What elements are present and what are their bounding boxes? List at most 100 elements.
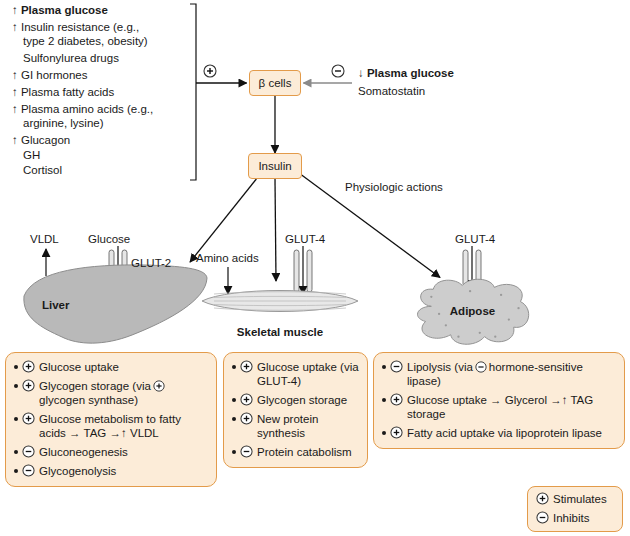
inhibit-sign	[390, 360, 403, 373]
stimulate-sign	[240, 393, 253, 406]
transport-label: GLUT-4	[285, 232, 325, 246]
effect-phrase: Fatty acid uptake via lipoprotein lipase	[407, 427, 602, 439]
stimulate-sign	[22, 412, 35, 425]
effect-text: Glucose uptake	[39, 360, 208, 374]
vldl-arrow	[45, 249, 46, 276]
effects-box: Glucose uptake (via GLUT-4) Glycogen stor…	[223, 352, 368, 468]
stimulus-item: ↑ Glucagon	[12, 133, 162, 147]
sign-circle	[23, 465, 34, 476]
effect-text: Glycogen storage (via glycogen synthase)	[39, 379, 208, 407]
stimulus-arrow	[196, 82, 247, 83]
effect-item: Protein catabolism	[232, 445, 359, 459]
sign-bar	[26, 451, 32, 452]
effect-item: Glucose uptake (via GLUT-4)	[232, 360, 359, 388]
muscle-shape	[200, 281, 360, 321]
fat-dot	[457, 335, 459, 337]
sign-bar	[244, 451, 250, 452]
transport-label: Glucose	[88, 232, 130, 246]
transporter-wall	[463, 250, 468, 286]
sign-bar	[335, 70, 341, 71]
sign-bar	[542, 496, 543, 502]
sign-bar	[394, 366, 400, 367]
effect-item: Gluconeogenesis	[14, 445, 208, 459]
organ-label: Skeletal muscle	[200, 325, 360, 339]
sign-circle	[537, 493, 548, 504]
sign-circle	[391, 361, 402, 372]
sign-circle	[391, 394, 402, 405]
bullet	[14, 384, 18, 388]
effect-text: Glucose uptake (via GLUT-4)	[257, 360, 359, 388]
stimulate-sign	[153, 380, 165, 392]
bullet	[232, 417, 236, 421]
inhibition-arrow	[303, 82, 352, 83]
effect-item: Glucose uptake → Glycerol →↑ TAG storage	[382, 393, 616, 421]
muscle-fiber	[214, 296, 346, 297]
inhibit-sign	[22, 445, 35, 458]
effect-text: Glycogen storage	[257, 393, 359, 407]
stimulus-item: GH	[12, 148, 162, 162]
muscle-tissue: Skeletal muscle	[200, 281, 360, 343]
sign-circle	[537, 512, 548, 523]
fat-dot	[494, 335, 496, 337]
effect-phrase: Glucose uptake (via GLUT-4)	[257, 361, 359, 387]
effect-item: Lipolysis (viahormone-sensitive lipase)	[382, 360, 616, 388]
legend-item: Inhibits	[536, 511, 614, 525]
effect-text: Gluconeogenesis	[39, 445, 208, 459]
fat-dot	[479, 332, 481, 334]
effect-phrase: New protein synthesis	[257, 413, 318, 439]
transport-label: GLUT-2	[131, 256, 171, 270]
effect-phrase: Glucose uptake → Glycerol →↑ TAG storage	[407, 394, 593, 420]
transporter-wall	[294, 250, 299, 292]
effect-phrase: Lipolysis (via	[407, 361, 473, 373]
effect-item: New protein synthesis	[232, 412, 359, 440]
sign-bar	[396, 430, 397, 436]
stimulus-item: ↑ Plasma fatty acids	[12, 85, 162, 99]
sign-bar	[246, 416, 247, 422]
muscle-fiber	[214, 301, 346, 302]
sign-bar	[28, 416, 29, 422]
effects-box: Lipolysis (viahormone-sensitive lipase) G…	[373, 352, 625, 449]
fat-dot	[430, 296, 432, 298]
inhibit-sign	[22, 464, 35, 477]
transport-label: Amino acids	[196, 251, 259, 265]
muscle-fiber	[214, 305, 346, 306]
effect-item: Glycogen storage	[232, 393, 359, 407]
stimulus-item: Cortisol	[12, 163, 162, 177]
muscle-fiber	[214, 308, 346, 310]
sign-bar	[246, 364, 247, 370]
effect-phrase: Glycogen storage (via	[39, 380, 151, 392]
stimulus-item: Sulfonylurea drugs	[12, 51, 162, 65]
effect-item: Glycogen storage (via glycogen synthase)	[14, 379, 208, 407]
sign-bar	[209, 68, 210, 74]
stimulate-sign	[390, 393, 403, 406]
hormone-box: Insulin	[248, 153, 301, 179]
sign-bar	[158, 383, 159, 388]
stimulate-sign	[22, 360, 35, 373]
inhibit-sign	[240, 445, 253, 458]
effect-text: Glucose uptake → Glycerol →↑ TAG storage	[407, 393, 616, 421]
effect-phrase: Glucose metabolism to fatty acids → TAG …	[39, 413, 181, 439]
bullet	[14, 417, 18, 421]
inhibitor-item: Somatostatin	[358, 84, 425, 98]
transporter-wall	[307, 250, 312, 292]
bullet	[14, 450, 18, 454]
effect-text: Protein catabolism	[257, 445, 359, 459]
stimulus-list: ↑ Plasma glucose↑ Insulin resistance (e.…	[12, 3, 162, 180]
bullet	[14, 365, 18, 369]
legend-item: Stimulates	[536, 492, 614, 506]
sign-bar	[246, 397, 247, 403]
stimulate-sign	[204, 65, 216, 77]
transport-arrow	[302, 246, 303, 294]
effect-item: Fatty acid uptake via lipoprotein lipase	[382, 426, 616, 440]
sign-bar	[540, 517, 546, 518]
effect-text: Lipolysis (viahormone-sensitive lipase)	[407, 360, 616, 388]
effect-text: New protein synthesis	[257, 412, 359, 440]
fat-dot	[469, 290, 471, 292]
organ-label: Adipose	[410, 304, 535, 318]
liver-outline	[24, 265, 207, 343]
effect-phrase: glycogen synthase)	[39, 394, 138, 406]
sign-circle	[23, 446, 34, 457]
connector	[275, 179, 276, 281]
connector	[274, 96, 275, 153]
sign-bar	[396, 397, 397, 403]
